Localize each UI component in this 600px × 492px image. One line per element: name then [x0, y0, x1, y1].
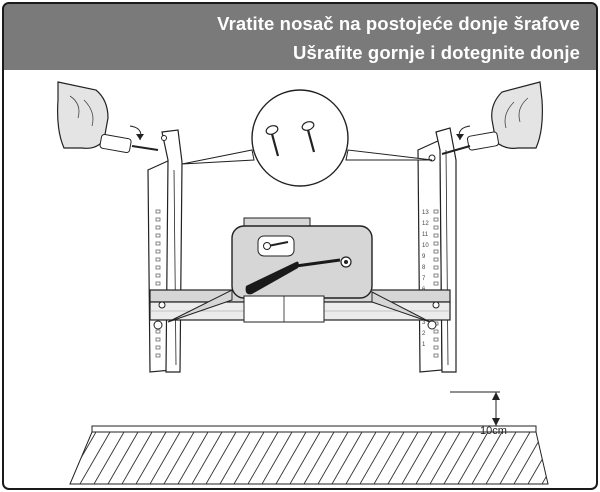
- floor-hatch-line: [93, 431, 125, 484]
- bracket-slot: [433, 257, 439, 262]
- floor-hatch-line: [429, 431, 461, 484]
- floor-hatch-line: [191, 431, 223, 484]
- bracket-slot: [155, 273, 161, 278]
- bracket-slot: [155, 353, 161, 358]
- instruction-header: Vratite nosač na postojeće donje šrafove…: [4, 4, 596, 70]
- dimension-label: 10cm: [480, 425, 507, 437]
- floor-hatch-line: [121, 431, 153, 484]
- floor-hatch-line: [10, 432, 40, 484]
- floor-hatch-line: [261, 431, 293, 484]
- bracket-slot: [433, 209, 439, 214]
- bracket-slot: [155, 233, 161, 238]
- floor-hatch-line: [38, 432, 68, 484]
- bracket-slot: [433, 337, 439, 342]
- bracket-slot: [155, 241, 161, 246]
- scale-number: 11: [422, 232, 429, 238]
- floor-hatch-line: [177, 431, 209, 484]
- scale-number: 10: [422, 243, 429, 249]
- bracket-slot: [433, 353, 439, 358]
- bracket-slot: [155, 337, 161, 342]
- floor-hatch-line: [163, 431, 195, 484]
- floor-hatch-line: [289, 431, 321, 484]
- bracket-slot: [433, 329, 439, 334]
- floor-hatch-line: [331, 431, 363, 484]
- floor-hatch-line: [499, 431, 531, 484]
- floor-hatch-line: [485, 431, 517, 484]
- floor-hatch-line: [107, 431, 139, 484]
- left-wall-bracket-icon: [147, 129, 183, 373]
- bracket-slot: [155, 225, 161, 230]
- scale-number: 3: [422, 320, 426, 326]
- scale-number: 7: [422, 276, 426, 282]
- floor-hatch-line: [345, 431, 377, 484]
- floor-hatch-line: [275, 431, 307, 484]
- floor-hatch-line: [303, 431, 335, 484]
- floor-hatch-line: [233, 431, 265, 484]
- floor-hatch-line: [373, 431, 405, 484]
- screws-callout-icon: [181, 89, 433, 187]
- scale-number: 8: [422, 265, 426, 271]
- right-wall-bracket-icon: 13121110987654321: [417, 127, 457, 373]
- floor-hatch-line: [401, 431, 433, 484]
- floor-hatch-line: [135, 431, 167, 484]
- scale-number: 1: [422, 342, 426, 348]
- bracket-slot: [433, 273, 439, 278]
- bracket-slot: [155, 265, 161, 270]
- bracket-slot: [433, 225, 439, 230]
- floor-hatch-line: [457, 431, 489, 484]
- scale-number: 2: [422, 331, 426, 337]
- floor-hatch-line: [205, 431, 237, 484]
- bracket-slot: [155, 249, 161, 254]
- scale-number: 13: [422, 210, 429, 216]
- instruction-line-2: Ušrafite gornje i dotegnite donje: [293, 42, 580, 63]
- floor-hatch-line: [471, 431, 503, 484]
- bracket-slot: [433, 217, 439, 222]
- lower-screws-icon: [153, 301, 440, 330]
- bracket-slot: [433, 265, 439, 270]
- bracket-slot: [155, 217, 161, 222]
- floor-hatch-line: [219, 431, 251, 484]
- bracket-slot: [433, 281, 439, 286]
- floor-hatch-line: [149, 431, 181, 484]
- floor-hatch-line: [556, 432, 586, 484]
- floor-hatch-line: [359, 431, 391, 484]
- bracket-slot: [155, 345, 161, 350]
- screwdriver-callout-icon: [167, 217, 431, 323]
- floor-hatch-line: [79, 431, 111, 484]
- floor-icon: [10, 425, 586, 485]
- floor-hatch-line: [247, 431, 279, 484]
- right-hand-with-drill-icon: [441, 81, 543, 155]
- dimension-marker: 10cm: [450, 391, 507, 437]
- bracket-slot: [155, 281, 161, 286]
- scale-number: 9: [422, 254, 426, 260]
- bracket-slot: [155, 257, 161, 262]
- floor-hatch-line: [317, 431, 349, 484]
- floor-hatch-line: [24, 432, 54, 484]
- bracket-slot: [155, 209, 161, 214]
- left-hand-with-drill-icon: [57, 81, 159, 154]
- bracket-slot: [433, 233, 439, 238]
- floor-hatch-line: [415, 431, 447, 484]
- bracket-slot: [155, 329, 161, 334]
- bracket-slot: [433, 249, 439, 254]
- bracket-slot: [433, 345, 439, 350]
- bracket-slot: [433, 241, 439, 246]
- scale-number: 12: [422, 221, 429, 227]
- floor-hatch-line: [443, 431, 475, 484]
- floor-hatch-line: [387, 431, 419, 484]
- instruction-line-1: Vratite nosač na postojeće donje šrafove: [217, 13, 580, 34]
